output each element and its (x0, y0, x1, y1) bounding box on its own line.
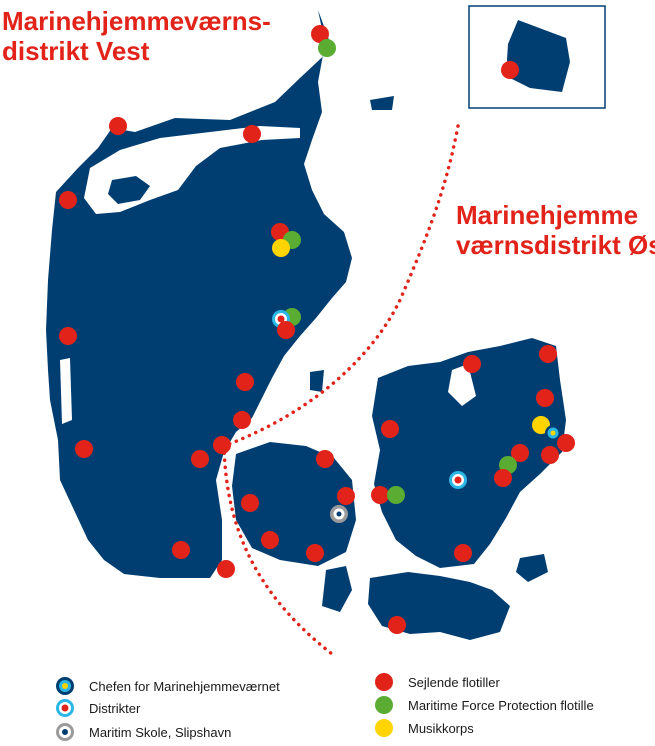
map-marker-sailing (557, 434, 575, 452)
map-marker-sailing (311, 25, 329, 43)
map-marker-sailing (75, 440, 93, 458)
district-border-line-south (222, 444, 334, 656)
map-marker-sailing (337, 487, 355, 505)
anholt-island (370, 96, 394, 110)
mon-island (516, 554, 548, 582)
mfp-marker-icon (375, 696, 393, 714)
legend-item-district: Distrikter (55, 698, 140, 718)
map-marker-sailing (388, 616, 406, 634)
district-border-line (222, 124, 460, 448)
sailing-marker-icon (375, 673, 393, 691)
mors-island (108, 176, 150, 204)
legend-label-band: Musikkorps (408, 720, 474, 736)
langeland-island (322, 566, 352, 612)
legend-item-chief: Chefen for Marinehjemmeværnet (55, 676, 280, 696)
bornholm-inset-frame (468, 5, 606, 109)
zealand-landmass (372, 338, 566, 568)
map-marker-sailing (59, 327, 77, 345)
map-marker-sailing (501, 61, 519, 79)
map-marker-sailing (381, 420, 399, 438)
region-east-line1: Marinehjemme (456, 200, 639, 230)
map-marker-sailing (243, 125, 261, 143)
map-marker-band (272, 239, 290, 257)
map-marker-sailing (191, 450, 209, 468)
map-marker-chief (545, 425, 561, 441)
chief-marker-icon (56, 677, 74, 695)
legend-label-sailing: Sejlende flotiller (408, 674, 500, 690)
map-marker-sailing (59, 191, 77, 209)
isefjord (448, 364, 476, 406)
map-marker-sailing (511, 444, 529, 462)
region-west-line1: Marinehjemmeværns- (2, 6, 271, 36)
map-marker-sailing (277, 321, 295, 339)
map-marker-sailing (241, 494, 259, 512)
map-marker-sailing (316, 450, 334, 468)
map-marker-sailing (454, 544, 472, 562)
school-marker-icon (56, 723, 74, 741)
map-marker-sailing (536, 389, 554, 407)
legend-item-sailing: Sejlende flotiller (374, 672, 500, 692)
map-marker-sailing (172, 541, 190, 559)
bornholm-island (506, 20, 570, 92)
legend-label-district: Distrikter (89, 700, 141, 716)
band-marker-icon (375, 719, 393, 737)
map-marker-sailing (494, 469, 512, 487)
map-marker-sailing (541, 446, 559, 464)
legend-label-school: Maritim Skole, Slipshavn (89, 724, 232, 740)
map-marker-sailing (233, 411, 251, 429)
map-marker-district (449, 471, 467, 489)
district-marker-icon (56, 699, 74, 717)
region-title-west: Marinehjemmeværns- distrikt Vest (2, 6, 271, 66)
legend-item-school: Maritim Skole, Slipshavn (55, 722, 231, 742)
samso-island (310, 370, 324, 392)
map-marker-sailing (217, 560, 235, 578)
map-marker-sailing (371, 486, 389, 504)
west-coast-fjord (60, 358, 72, 424)
legend-item-mfp: Maritime Force Protection flotille (374, 695, 594, 715)
region-east-line2: værnsdistrikt Øst (456, 230, 655, 260)
map-marker-sailing (236, 373, 254, 391)
map-marker-band (532, 416, 550, 434)
map-marker-sailing (261, 531, 279, 549)
legend-item-band: Musikkorps (374, 718, 474, 738)
map-marker-school (330, 505, 348, 523)
map-marker-sailing (539, 345, 557, 363)
map-marker-mfp (318, 39, 336, 57)
map-marker-mfp (387, 486, 405, 504)
map-legend: Chefen for Marinehjemmeværnet Distrikter… (0, 660, 655, 746)
lolland-falster (368, 572, 510, 640)
map-marker-sailing (109, 117, 127, 135)
region-west-line2: distrikt Vest (2, 36, 150, 66)
legend-label-mfp: Maritime Force Protection flotille (408, 697, 594, 713)
region-title-east: Marinehjemme værnsdistrikt Øst (456, 200, 655, 260)
map-marker-sailing (213, 436, 231, 454)
markers-layer (59, 25, 575, 634)
legend-label-chief: Chefen for Marinehjemmeværnet (89, 678, 280, 694)
map-marker-sailing (463, 355, 481, 373)
map-marker-sailing (306, 544, 324, 562)
